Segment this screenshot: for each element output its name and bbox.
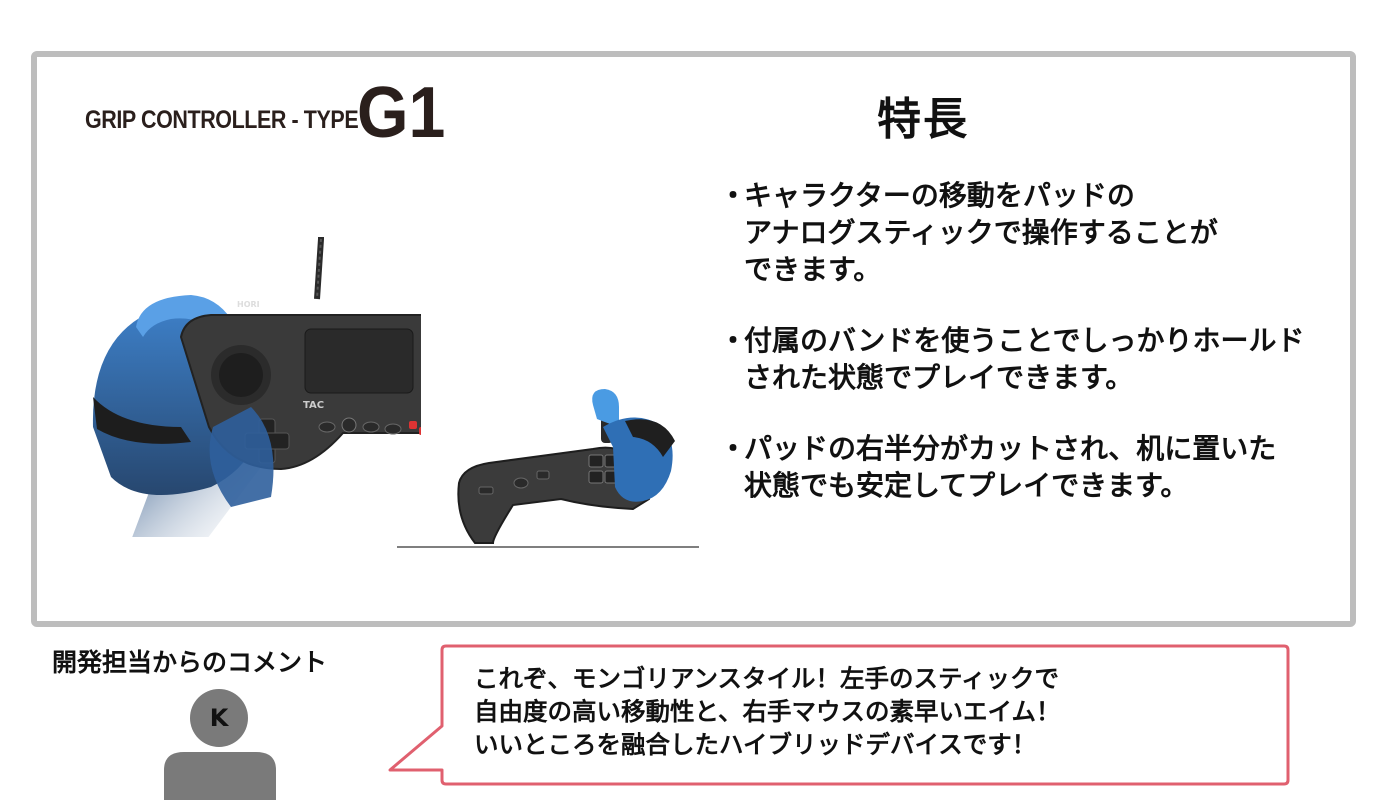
comment-line: いいところを融合したハイブリッドデバイスです！ [474,730,1037,759]
comment-heading: 開発担当からのコメント [52,648,328,677]
feature-item: ・ 付属のバンドを使うことでしっかりホールド された状態でプレイできます。 [717,322,1357,396]
features-title: 特長 [877,94,969,145]
controller-mark: TAC [303,400,325,411]
features-list: ・ キャラクターの移動をパッドの アナログスティックで操作することが できます。… [717,177,1357,538]
comment-speech-bubble [388,644,1290,786]
bullet-glyph: ・ [719,324,748,357]
feature-item: ・ キャラクターの移動をパッドの アナログスティックで操作することが できます。 [717,177,1357,288]
feature-line: キャラクターの移動をパッドの [744,179,1135,212]
feature-line: 状態でも安定してプレイできます。 [744,469,1189,502]
product-title-model: G1 [357,73,446,153]
feature-line: できます。 [744,253,882,286]
feature-line: アナログスティックで操作することが [744,216,1218,249]
feature-item: ・ パッドの右半分がカットされ、机に置いた 状態でも安定してプレイできます。 [717,430,1357,504]
controller-side-view-illustration [397,389,699,548]
controller-logo: HORI [237,300,260,309]
controller-with-hand-illustration [92,237,421,537]
avatar-initial: K [209,704,229,732]
feature-line: された状態でプレイできます。 [744,361,1134,394]
product-title-prefix: GRIP CONTROLLER - TYPE [85,106,359,134]
bullet-glyph: ・ [719,179,748,212]
feature-panel: GRIP CONTROLLER - TYPE G1 [31,51,1356,627]
feature-line: 付属のバンドを使うことでしっかりホールド [744,324,1305,357]
feature-line: パッドの右半分がカットされ、机に置いた [744,432,1277,465]
comment-line: これぞ、モンゴリアンスタイル！左手のスティックで [474,664,1060,693]
bullet-glyph: ・ [719,432,748,465]
comment-text: これぞ、モンゴリアンスタイル！左手のスティックで 自由度の高い移動性と、右手マウ… [474,662,1274,761]
developer-avatar [164,689,276,800]
comment-line: 自由度の高い移動性と、右手マウスの素早いエイム！ [474,697,1061,726]
product-title: GRIP CONTROLLER - TYPE G1 [85,73,453,153]
